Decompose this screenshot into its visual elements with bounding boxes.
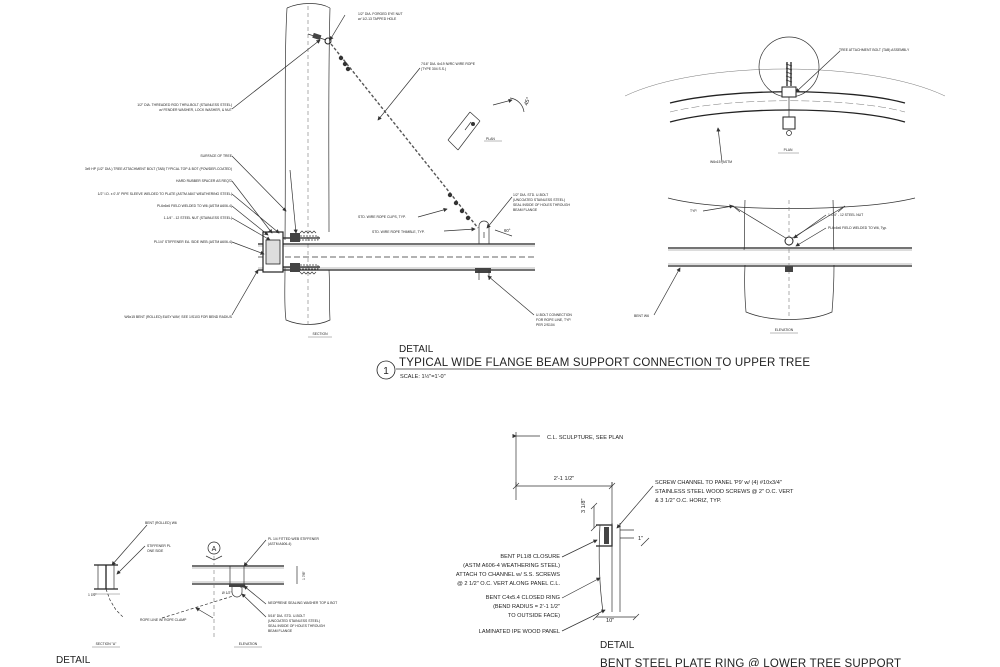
detail-2-elevation: A 1 7/8" Ø 1/2" 1/2" PL 1/4 FITTED WEB S…	[56, 537, 337, 666]
stiffener-pl-label-1: STIFFENER PL	[147, 544, 171, 548]
dim-3-label: Ø 1/2"	[222, 591, 232, 595]
elevation-2-label: ELEVATION	[239, 642, 258, 646]
detail-2-heading: DETAIL	[56, 655, 91, 666]
detail-2-section-a: BENT (ROLLED) W6 STIFFENER PL ONE SIDE 1…	[88, 521, 177, 648]
u-bolt-label-3: SEAL INSIDE OF HOLES THROUGH	[513, 203, 570, 207]
detail-1-heading: DETAIL	[399, 344, 434, 355]
u-bolt-label-4: BEAM FLANGE	[513, 208, 538, 212]
stiffener-pl-label-2: ONE SIDE	[147, 549, 164, 553]
eye-nut-label-2: w/ 1/2-13 TAPPED HOLE	[358, 17, 397, 21]
dim-width-label: 2'-1 1/2"	[554, 476, 574, 482]
detail-number-circle	[376, 360, 396, 380]
tab-bolt-label: 3x9 HP (1/2" DIA.) TREE ATTACHMENT BOLT …	[85, 167, 232, 171]
detail-1-scale: SCALE: 1½"=1'-0"	[400, 373, 446, 380]
cl-sculpture-label: C.L. SCULPTURE, SEE PLAN	[547, 435, 623, 441]
plan-inset-label: PLAN	[486, 137, 495, 141]
spacer-label: HARD RUBBER SPACER AS REQ'D	[176, 179, 233, 183]
wire-rope	[330, 43, 479, 229]
closure-label-4: @ 2 1/2" O.C. VERT ALONG PANEL C.L.	[457, 581, 560, 587]
rope-plan-inset: 45° PLAN	[447, 97, 533, 151]
dim-height-label: 3 1/8"	[581, 499, 587, 513]
dim-bottom-label: 10"	[606, 618, 614, 624]
tab-assembly-plan	[781, 62, 797, 136]
eye-nut-label-1: 1/2" DIA. FORGED EYE NUT	[358, 12, 403, 16]
detail-1-plan-view: TREE ATTACHMENT BOLT (TAB) ASSEMBLY W6x1…	[624, 36, 946, 164]
elevation-view-label: ELEVATION	[775, 328, 794, 332]
closure-label-3: ATTACH TO CHANNEL w/ S.S. SCREWS	[456, 572, 560, 578]
dim-2-label: 1 7/8"	[302, 570, 306, 580]
detail-3-title: BENT STEEL PLATE RING @ LOWER TREE SUPPO…	[600, 658, 901, 667]
section-leaders	[231, 14, 535, 316]
callout-a: A	[212, 546, 217, 553]
thimble-label: STD. WIRE ROPE THIMBLE, TYP.	[372, 230, 425, 234]
detail-3-ring-support: C.L. SCULPTURE, SEE PLAN 2'-1 1/2" 3 1/8…	[456, 432, 901, 667]
threaded-rod-label-2: w/ FENDER WASHER, LOCK WASHER, & NUT	[159, 108, 232, 112]
angle-45-label: 45°	[524, 97, 533, 107]
channel-ring-label-3: TO OUTSIDE FACE)	[508, 613, 560, 619]
bent-w6-label: BENT W6	[634, 314, 649, 318]
nut-label: 1-1/4" - 12 STEEL NUT	[828, 213, 863, 217]
callout-a-circle	[207, 541, 221, 555]
panel-label: LAMINATED IPE WOOD PANEL	[479, 629, 560, 635]
screw-channel-label-2: STAINLESS STEEL WOOD SCREWS @ 2" O.C. VE…	[655, 489, 794, 495]
tab-assembly-label: TREE ATTACHMENT BOLT (TAB) ASSEMBLY	[839, 48, 910, 52]
detail-1-title-block: 1 DETAIL TYPICAL WIDE FLANGE BEAM SUPPOR…	[376, 344, 810, 380]
tree-trunk	[284, 3, 331, 325]
neoprene-label: NEOPRENE SEALING WASHER TOP & BOT	[268, 601, 337, 605]
eye-nut	[307, 32, 332, 45]
beam-label: W6x15 (ASTM	[710, 160, 732, 164]
dim-4-label: 1/2"	[240, 585, 247, 589]
bent-beam-label: W6x15 BENT (ROLLED) EASY WAY, SEE 1/S103…	[124, 315, 232, 319]
u-bolt-connection-label-3: PER 2/S104	[536, 323, 555, 327]
dim-1-label: 1 1/2"	[88, 593, 98, 597]
rope-line-label: ROPE LINE W/ ROPE CLAMP	[140, 618, 187, 622]
dim-small-label: 1"	[638, 536, 643, 542]
detail-3-heading: DETAIL	[600, 640, 635, 651]
detail-1-title: TYPICAL WIDE FLANGE BEAM SUPPORT CONNECT…	[399, 357, 810, 369]
u-bolt: 60°	[475, 220, 513, 280]
u-bolt-2-label-4: BEAM FLANGE	[268, 629, 293, 633]
stiffener-label: PL1/4" STIFFENER EA. SIDE WEB (ASTM A606…	[154, 240, 232, 244]
detail-1-elevation-view: TYP. 1-1/4" - 12 STEEL NUT PL6x6x6 FIELD…	[634, 197, 916, 334]
steel-nut-elevation	[784, 236, 794, 246]
typ-label: TYP.	[690, 209, 697, 213]
threaded-rod-label-1: 1/2" DIA. THREADED ROD THRU-BOLT (STAINL…	[137, 103, 232, 107]
channel-ring: 1" 10"	[592, 523, 650, 624]
screw-channel-label-3: & 3 1/2" O.C. HORIZ, TYP.	[655, 498, 722, 504]
angle-60-label: 60°	[504, 228, 511, 233]
surface-of-tree-label: SURFACE OF TREE	[200, 154, 232, 158]
channel-ring-label-2: (BEND RADIUS = 2'-1 1/2"	[493, 604, 560, 610]
wire-rope-label-1: 7/16" DIA. 6x19 IWRC WIRE ROPE	[421, 62, 476, 66]
pipe-sleeve-label: 1/2" I.D. x 0'-5" PIPE SLEEVE WELDED TO …	[98, 192, 232, 196]
plate-label: PL6x6x6 FIELD WELDED TO W6, Typ.	[828, 226, 887, 230]
plan-view-label: PLAN	[784, 148, 793, 152]
u-bolt-label-2: (UNCOATED STAINLESS STEEL)	[513, 198, 565, 202]
section-view-label: SECTION	[312, 332, 328, 336]
wire-rope-label-2: (TYPE 304 S.S.)	[421, 67, 446, 71]
steel-nut-label: 1-1/4" - 12 STEEL NUT (STAINLESS STEEL)	[164, 216, 232, 220]
rope-clips-label: STD. WIRE ROPE CLIPS, TYP.	[358, 215, 406, 219]
bent-rolled-label: BENT (ROLLED) W6	[145, 521, 177, 525]
u-bolt-2-label-2: (UNCOATED STAINLESS STEEL)	[268, 619, 320, 623]
closure-label-1: BENT PL1/8 CLOSURE	[500, 554, 560, 560]
screw-channel-label-1: SCREW CHANNEL TO PANEL 'P9' w/ (4) #10x3…	[655, 480, 782, 486]
u-bolt-2-label-3: SEAL INSIDE OF HOLES THROUGH	[268, 624, 325, 628]
detail-1-number: 1	[383, 366, 389, 377]
u-bolt-connection-label-1: U-BOLT CONNECTION	[536, 313, 572, 317]
plate-welded-label: PL6x6x6 FIELD WELDED TO W6 (ASTM A606-4)	[157, 204, 232, 208]
closure-label-2: (ASTM A606-4 WEATHERING STEEL)	[463, 563, 560, 569]
section-a-label: SECTION "A"	[96, 642, 117, 646]
u-bolt-label-1: 1/2" DIA. STD. U-BOLT	[513, 193, 548, 197]
web-stiffener-label-1: PL 1/4 FITTED WEB STIFFENER	[268, 537, 319, 541]
u-bolt-connection-label-2: FOR ROPE LINE, TYP.	[536, 318, 571, 322]
channel-ring-label-1: BENT C4x5.4 CLOSED RING	[486, 595, 560, 601]
detail-1-section-view: 60° 45° PLAN	[85, 3, 572, 338]
u-bolt-2-label-1: 5/16" DIA. STD. U-BOLT	[268, 614, 305, 618]
web-stiffener-label-2: (ASTM A606-4)	[268, 542, 291, 546]
tab-bracket	[262, 230, 320, 275]
